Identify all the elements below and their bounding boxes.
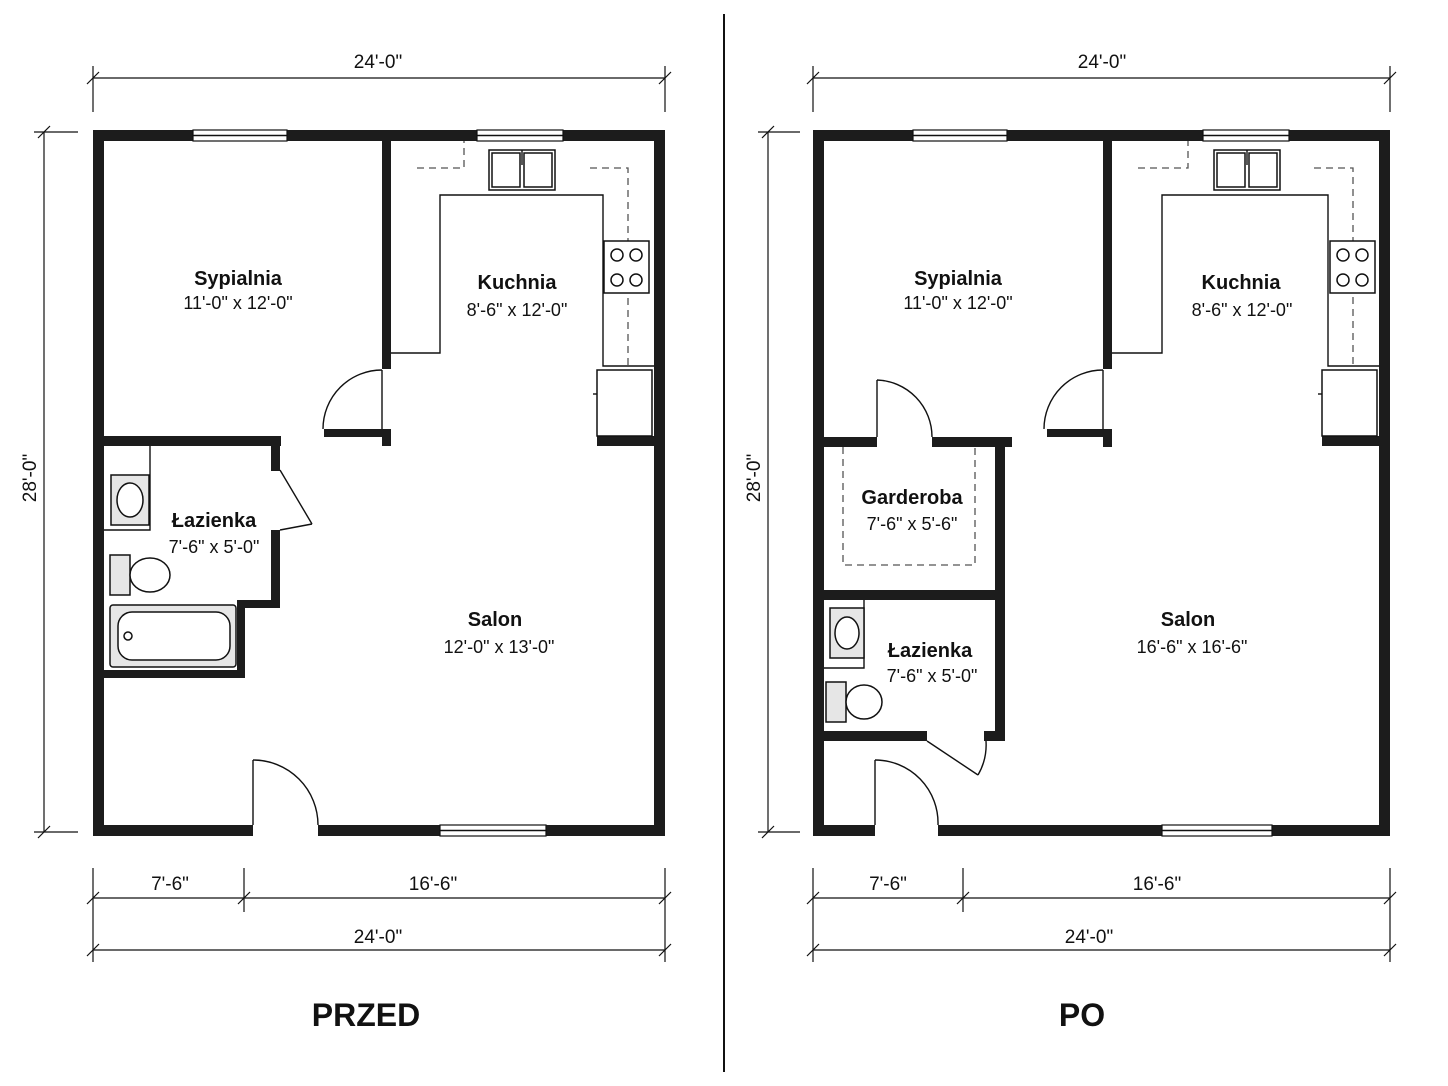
before-kitchen-fixtures [391,141,654,437]
after-kitchen-size: 8'-6" x 12'-0" [1192,300,1293,320]
after-bathroom-name: Łazienka [888,640,973,662]
before-bedroom-size: 11'-0" x 12'-0" [183,293,292,313]
before-left-height-label: 28'-0" [20,454,41,502]
before-bottom-right-label: 16'-6" [409,874,457,895]
after-living-size: 16'-6" x 16'-6" [1137,637,1248,657]
after-walls [813,130,1390,836]
after-bottom-right-label: 16'-6" [1133,874,1181,895]
after-top-width-label: 24'-0" [1078,52,1126,73]
after-bathroom-size: 7'-6" x 5'-0" [887,666,978,686]
after-caption: PO [1059,997,1105,1033]
after-living-name: Salon [1161,609,1215,631]
after-kitchen-fixtures [1112,141,1379,437]
before-walls [93,130,665,836]
after-windows [912,129,1290,837]
after-left-height-label: 28'-0" [744,454,765,502]
before-caption: PRZED [312,997,420,1033]
after-bathroom-fixtures [824,600,883,723]
after-closet-size: 7'-6" x 5'-6" [867,514,958,534]
after-dimensions [758,66,1397,962]
after-doors [874,369,1104,826]
after-closet-name: Garderoba [861,487,963,509]
before-windows [192,129,564,837]
before-bottom-total-label: 24'-0" [354,927,402,948]
before-bathroom-name: Łazienka [172,510,257,532]
plan-after: 24'-0" 28'-0" 7'-6" 16'-6" 24'-0" [744,52,1397,1033]
before-doors [252,369,383,826]
before-living-name: Salon [468,609,522,631]
after-closet-fixtures [842,447,976,566]
before-bathroom-fixtures [104,446,237,668]
after-bottom-total-label: 24'-0" [1065,927,1113,948]
after-kitchen-name: Kuchnia [1202,272,1282,294]
before-top-width-label: 24'-0" [354,52,402,73]
before-bedroom-name: Sypialnia [194,268,283,290]
after-bottom-left-label: 7'-6" [869,874,907,895]
before-bathroom-size: 7'-6" x 5'-0" [169,537,260,557]
before-bottom-left-label: 7'-6" [151,874,189,895]
before-kitchen-size: 8'-6" x 12'-0" [467,300,568,320]
after-bedroom-size: 11'-0" x 12'-0" [903,293,1012,313]
before-dimensions [34,66,672,962]
plan-before: 24'-0" 28'-0" 7'-6" 16'-6" 24'-0" [20,52,672,1033]
before-kitchen-name: Kuchnia [478,272,558,294]
before-living-size: 12'-0" x 13'-0" [444,637,555,657]
after-bedroom-name: Sypialnia [914,268,1003,290]
